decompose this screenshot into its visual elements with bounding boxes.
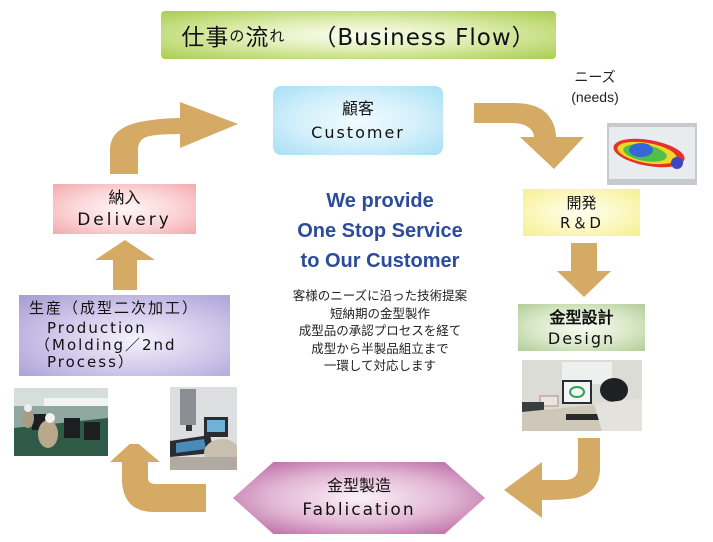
description-line: 客様のニーズに沿った技術提案 [292,288,468,303]
design-jp-label: 金型設計 [549,307,614,327]
arrow-customer-to-rd-icon [474,103,584,169]
title-jp-particle-1: の [229,26,246,45]
production-en-line-3: Process） [47,353,135,371]
title-en: （Business Flow） [313,25,536,51]
step-fabrication: 金型製造 Fablication [233,462,485,534]
rd-jp-label: 開発 [566,193,597,212]
production-line-photo [14,388,108,456]
needs-en: (needs) [571,89,619,105]
rd-analysis-photo [607,123,697,185]
title-jp-2: 流 [245,25,270,51]
title-jp-1: 仕事 [181,25,230,51]
slogan-line-1: We provide [326,190,434,212]
description-line: 成型から半製品組立まで [311,340,449,356]
title-jp-particle-2: れ [269,26,286,45]
description-line: 一環して対応します [323,358,437,373]
slogan-line-3: to Our Customer [300,250,460,272]
fabrication-jp-label: 金型製造 [326,476,391,495]
arrow-fabrication-to-production-icon [110,444,206,512]
description-line: 成型品の承認プロセスを経て [298,323,462,338]
title-banner: 仕事の流れ （Business Flow） [161,11,556,59]
production-jp-label: 生産（成型二次加工） [29,299,200,317]
customer-en-label: Customer [311,122,405,142]
step-design: 金型設計 Design [518,304,645,351]
step-rd: 開発 R＆D [523,189,640,236]
rd-en-label: R＆D [560,213,603,232]
description-line: 短納期の金型製作 [329,305,430,321]
delivery-jp-label: 納入 [108,188,141,207]
step-production: 生産（成型二次加工） Production （Molding／2nd Proce… [19,295,230,376]
inspection-machine-photo [170,387,237,470]
arrow-delivery-to-customer-icon [110,102,238,174]
fabrication-en-label: Fablication [302,500,416,520]
step-customer: 顧客 Customer [273,86,443,155]
design-en-label: Design [547,328,616,348]
step-delivery: 納入 Delivery [53,184,196,234]
slogan: We provide One Stop Service to Our Custo… [260,186,500,276]
customer-jp-label: 顧客 [341,98,374,118]
production-en-line-1: Production [47,319,147,337]
needs-jp: ニーズ [574,69,616,85]
delivery-en-label: Delivery [77,210,172,230]
design-workstation-photo [522,360,642,431]
arrow-production-to-delivery-icon [95,240,155,290]
needs-label: ニーズ (needs) [560,67,630,107]
service-description: 客様のニーズに沿った技術提案 短納期の金型製作 成型品の承認プロセスを経て 成型… [255,287,505,375]
arrow-design-to-fabrication-icon [504,438,600,518]
arrow-rd-to-design-icon [557,243,611,297]
production-en-line-2: （Molding／2nd [35,336,177,354]
slogan-line-2: One Stop Service [297,220,463,242]
